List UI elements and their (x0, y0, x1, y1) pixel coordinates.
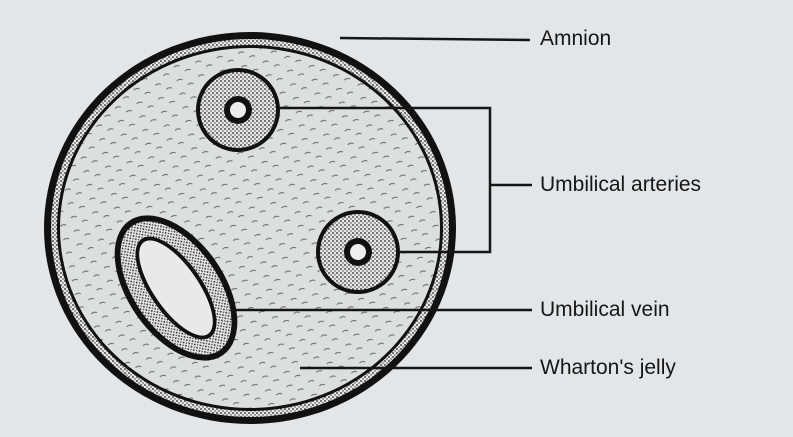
umbilical-artery-2 (316, 210, 400, 294)
label-umbilical-vein: Umbilical vein (540, 298, 670, 321)
label-umbilical-arteries: Umbilical arteries (540, 173, 702, 196)
label-amnion: Amnion (540, 27, 612, 50)
umbilical-vein (114, 215, 238, 361)
leader-lines (236, 36, 532, 370)
label-whartons-jelly: Wharton's jelly (540, 356, 676, 379)
umbilical-artery-1 (196, 68, 280, 152)
